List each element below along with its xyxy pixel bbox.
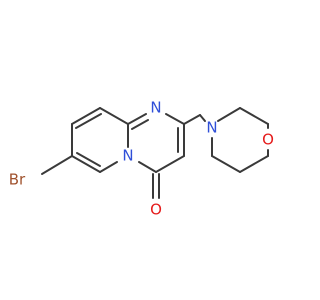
bond bbox=[165, 113, 185, 125]
atom-labels: Br N N N O O bbox=[9, 99, 274, 219]
atom-n-ring-junction: N bbox=[122, 147, 133, 165]
bond bbox=[138, 161, 157, 173]
atom-n-pyrimidine: N bbox=[150, 99, 161, 117]
bond bbox=[239, 155, 269, 173]
molecule-structure: Br N N N O O bbox=[9, 99, 274, 219]
bonds bbox=[41, 107, 269, 199]
bond bbox=[75, 113, 102, 129]
bond bbox=[239, 107, 269, 125]
atom-o-morpholine: O bbox=[262, 131, 274, 149]
bond bbox=[76, 152, 101, 167]
bond bbox=[211, 155, 241, 173]
bond bbox=[41, 155, 73, 175]
bond bbox=[131, 119, 149, 130]
bond bbox=[183, 114, 201, 125]
molecule-canvas: Br N N N O O bbox=[8, 98, 274, 219]
atom-br: Br bbox=[9, 171, 26, 189]
bond bbox=[99, 161, 118, 173]
bond bbox=[155, 155, 185, 173]
bond bbox=[71, 107, 101, 125]
bond bbox=[217, 107, 241, 122]
bond bbox=[99, 107, 129, 125]
atom-n-morpholine: N bbox=[206, 119, 217, 137]
bond bbox=[71, 155, 101, 173]
atom-o-carbonyl: O bbox=[150, 201, 162, 219]
bond bbox=[127, 113, 147, 125]
bond bbox=[199, 114, 206, 122]
